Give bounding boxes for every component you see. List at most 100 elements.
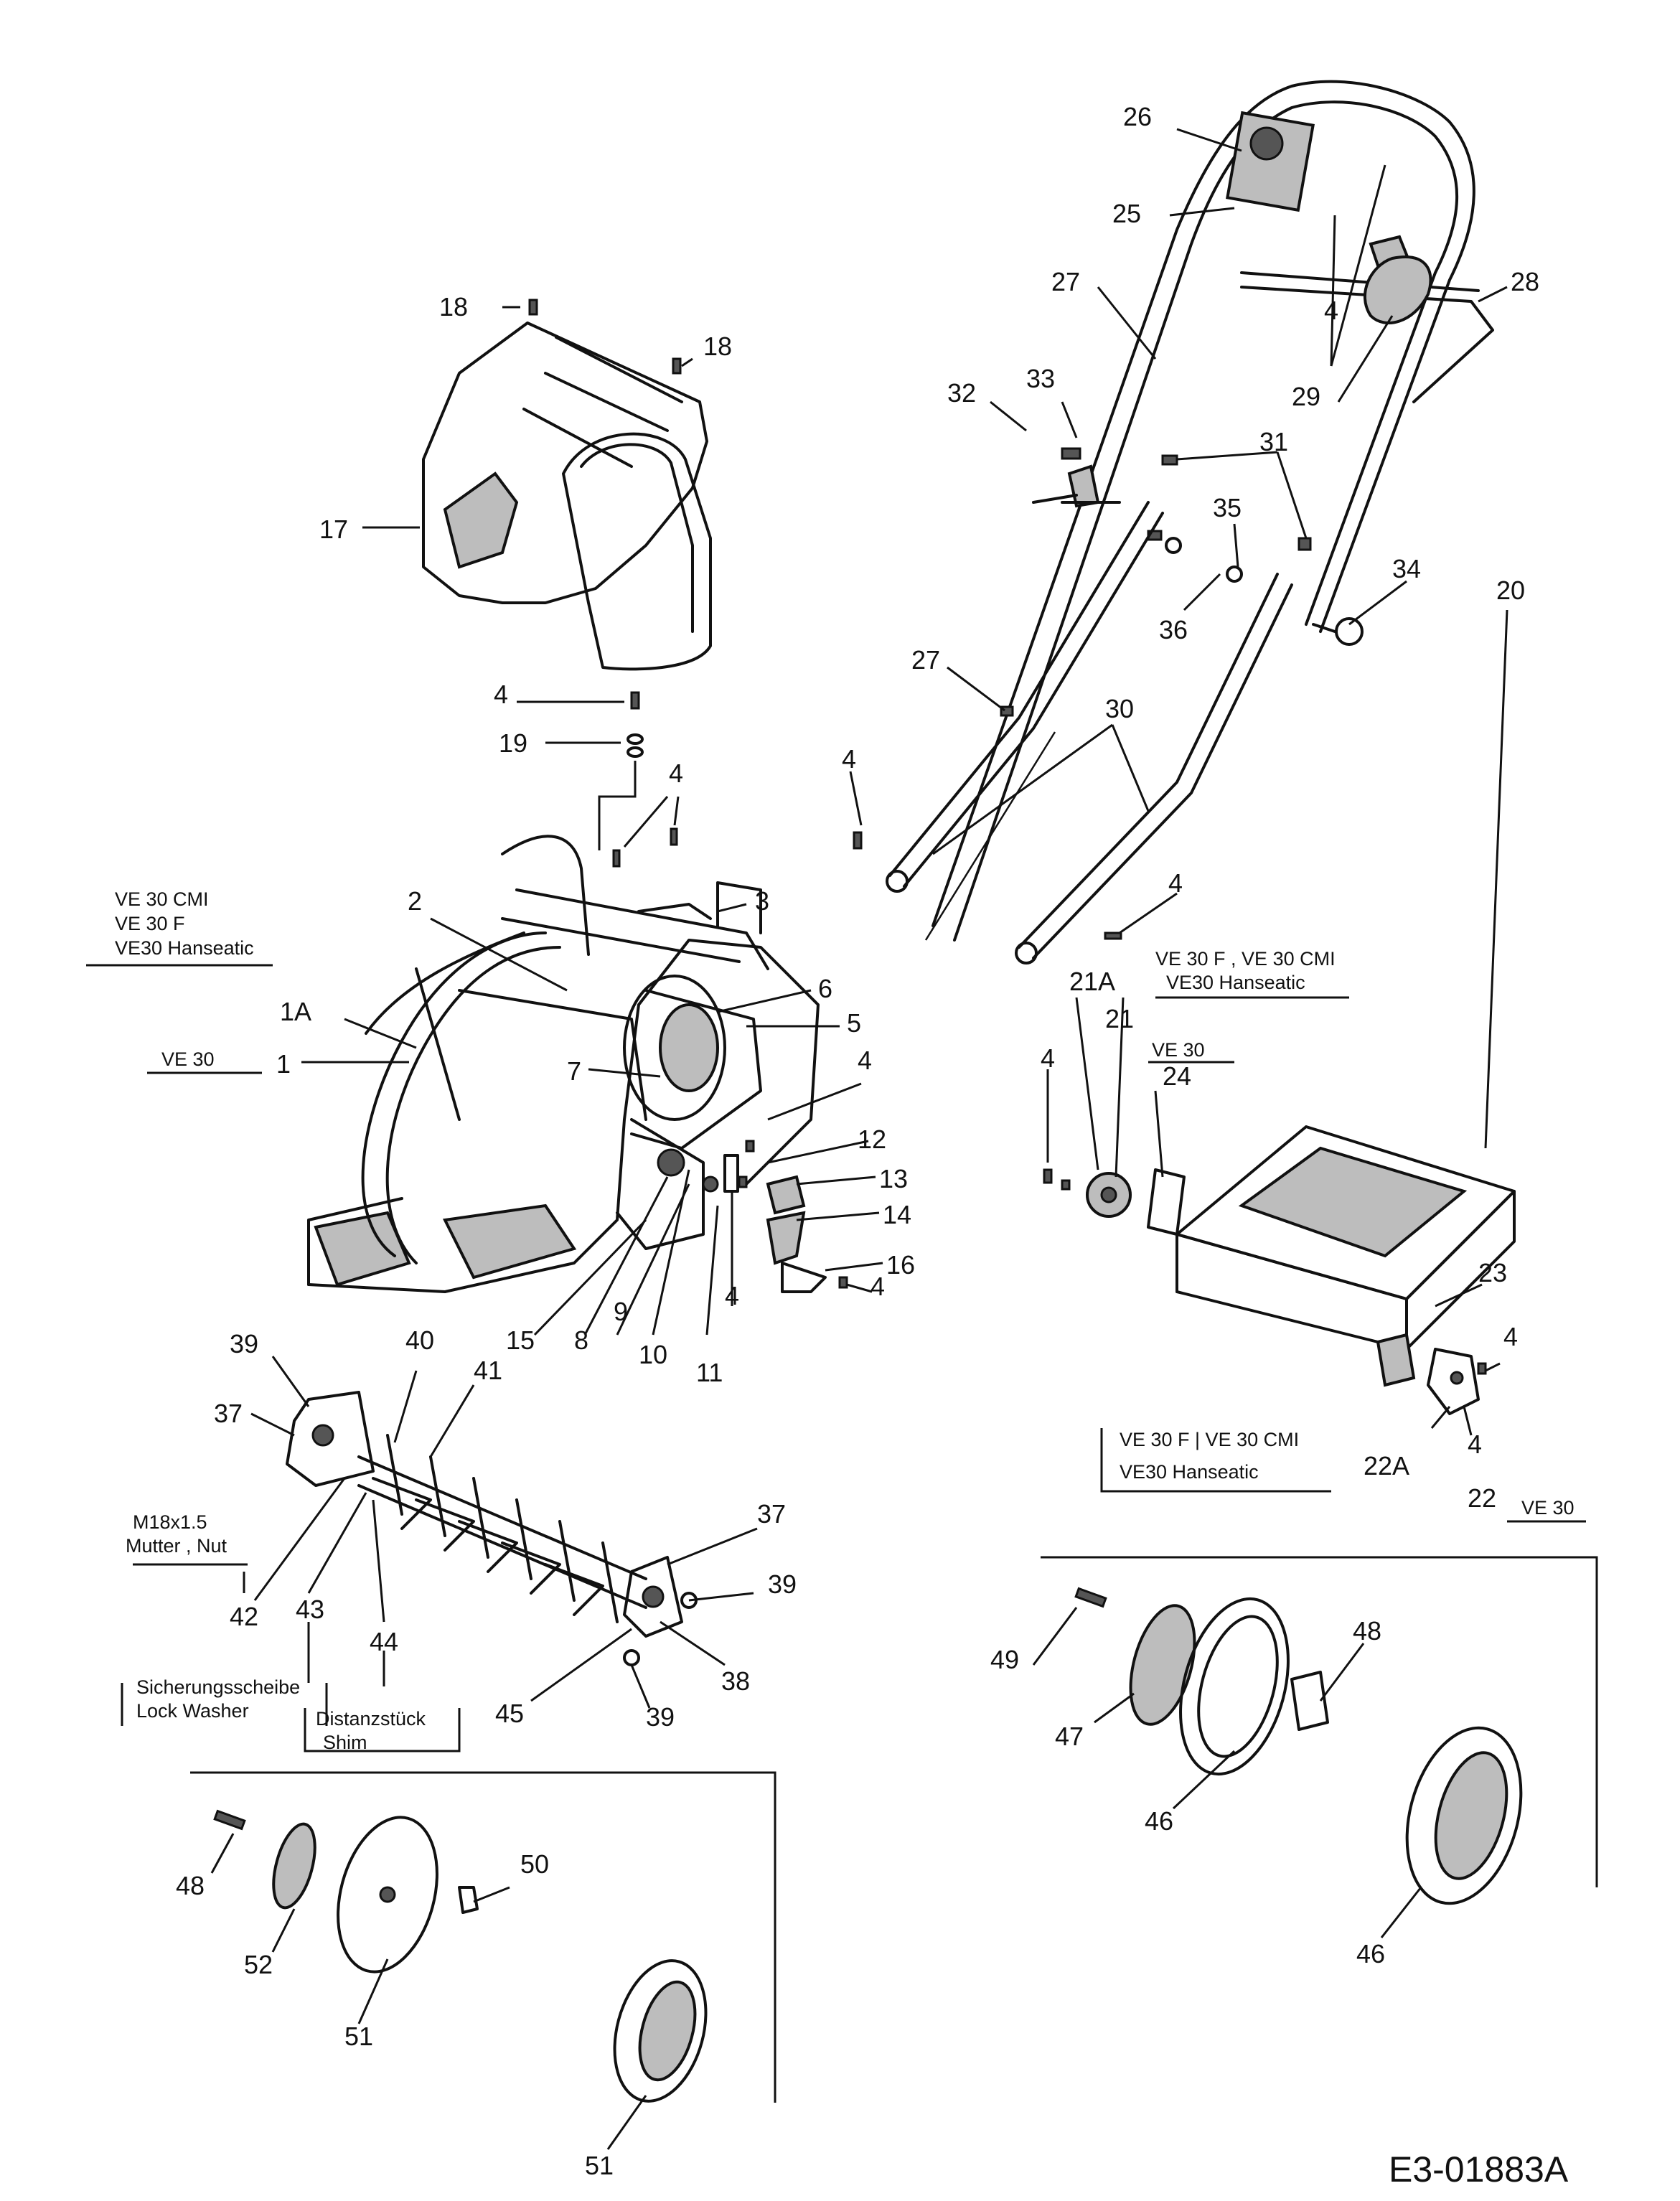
callout-21A: 21A — [1069, 967, 1115, 996]
callout-4-f: 4 — [842, 744, 856, 774]
callout-42: 42 — [230, 1602, 258, 1631]
note-nut-line1: M18x1.5 — [133, 1511, 207, 1533]
callout-13: 13 — [879, 1164, 908, 1193]
callout-34: 34 — [1392, 554, 1421, 583]
callout-18-a: 18 — [439, 292, 468, 322]
callout-1A: 1A — [280, 997, 311, 1026]
callout-47: 47 — [1055, 1722, 1084, 1751]
callout-17: 17 — [319, 515, 348, 544]
callout-41: 41 — [474, 1356, 502, 1385]
housing-part-1 — [307, 835, 820, 1293]
note-nut-line2: Mutter , Nut — [126, 1535, 227, 1557]
callout-4-k: 4 — [1468, 1430, 1482, 1459]
callout-4-b: 4 — [669, 759, 683, 788]
drive-assembly — [616, 975, 848, 1293]
callout-21: 21 — [1105, 1004, 1134, 1033]
wheel-assembly-48-52 — [213, 1809, 708, 2103]
note-washer-line2: Lock Washer — [136, 1700, 249, 1722]
callout-1: 1 — [276, 1049, 291, 1079]
callout-18-b: 18 — [703, 332, 732, 361]
callout-38: 38 — [721, 1666, 750, 1696]
callout-4-i: 4 — [1041, 1043, 1055, 1073]
callout-4-e: 4 — [870, 1272, 885, 1301]
callout-39-a: 39 — [230, 1329, 258, 1358]
callout-43: 43 — [296, 1595, 324, 1624]
leader-lines — [210, 128, 1508, 2150]
callout-26: 26 — [1123, 102, 1152, 131]
callout-11: 11 — [696, 1358, 723, 1387]
callout-50: 50 — [520, 1849, 549, 1879]
diagram-code: E3-01883A — [1389, 2149, 1569, 2190]
callout-49: 49 — [990, 1645, 1019, 1674]
callout-22: 22 — [1468, 1483, 1496, 1513]
callout-8: 8 — [574, 1325, 588, 1355]
callout-23: 23 — [1478, 1258, 1507, 1287]
screws-18-4-19 — [528, 299, 682, 868]
callout-32: 32 — [947, 378, 976, 408]
callout-37-b: 37 — [757, 1499, 786, 1529]
callout-27-b: 27 — [911, 645, 940, 675]
callout-51-b: 51 — [585, 2151, 614, 2180]
callout-10: 10 — [639, 1340, 667, 1369]
callout-37-a: 37 — [214, 1399, 243, 1428]
callout-12: 12 — [858, 1125, 886, 1154]
callout-30: 30 — [1105, 694, 1134, 723]
callout-27-a: 27 — [1051, 267, 1080, 296]
callout-numbers: 1A 1 2 3 5 6 7 8 9 10 11 12 13 14 15 16 … — [176, 102, 1539, 2180]
callout-36: 36 — [1159, 615, 1188, 644]
callout-20: 20 — [1496, 576, 1525, 605]
callout-4-g: 4 — [1168, 868, 1183, 898]
note-models-22A-line2: VE30 Hanseatic — [1120, 1461, 1259, 1483]
note-shim-line2: Shim — [323, 1732, 367, 1753]
note-models-1A-line3: VE30 Hanseatic — [115, 937, 254, 959]
callout-31: 31 — [1259, 427, 1288, 456]
callout-7: 7 — [567, 1056, 581, 1086]
rear-flap-hinges-21-22-23-24 — [1043, 1168, 1487, 1415]
callout-4-d: 4 — [725, 1281, 739, 1310]
callout-46-b: 46 — [1356, 1939, 1385, 1968]
callout-9: 9 — [614, 1297, 628, 1326]
callout-4-a: 4 — [494, 680, 508, 709]
callout-3: 3 — [755, 886, 769, 916]
note-model-22: VE 30 — [1521, 1497, 1575, 1519]
callout-4-j: 4 — [1503, 1322, 1518, 1351]
note-models-1A-line2: VE 30 F — [115, 913, 185, 934]
callout-28: 28 — [1511, 267, 1539, 296]
callout-48-a: 48 — [1353, 1616, 1381, 1646]
note-model-21: VE 30 — [1152, 1039, 1205, 1061]
rear-flap-part-20 — [1175, 1125, 1516, 1351]
note-model-1: VE 30 — [161, 1048, 215, 1070]
callout-25: 25 — [1112, 199, 1141, 228]
callout-46-a: 46 — [1145, 1806, 1173, 1836]
callout-19: 19 — [499, 728, 527, 758]
note-shim-line1: Distanzstück — [316, 1708, 426, 1730]
note-models-21A-line1: VE 30 F , VE 30 CMI — [1155, 948, 1336, 970]
callout-6: 6 — [818, 974, 832, 1003]
handle-assembly — [931, 80, 1494, 942]
callout-14: 14 — [883, 1200, 911, 1229]
callout-35: 35 — [1213, 493, 1242, 522]
callout-16: 16 — [886, 1250, 915, 1280]
cover-part-17 — [422, 322, 712, 671]
callout-22A: 22A — [1364, 1451, 1409, 1480]
callout-15: 15 — [506, 1325, 535, 1355]
callout-39-b: 39 — [768, 1569, 797, 1599]
model-notes: VE 30 CMI VE 30 F VE30 Hanseatic VE 30 V… — [86, 888, 1586, 1753]
callout-39-c: 39 — [646, 1702, 675, 1732]
callout-40: 40 — [405, 1325, 434, 1355]
note-models-21A-line2: VE30 Hanseatic — [1166, 972, 1305, 993]
callout-44: 44 — [370, 1627, 398, 1656]
aerator-roller — [286, 1391, 698, 1666]
lower-handle-tubes-part-30 — [853, 501, 1293, 965]
callout-24: 24 — [1163, 1061, 1191, 1091]
note-models-22A-line1: VE 30 F | VE 30 CMI — [1120, 1429, 1299, 1450]
callout-29: 29 — [1292, 382, 1320, 411]
note-models-1A-line1: VE 30 CMI — [115, 888, 209, 910]
note-washer-line1: Sicherungsscheibe — [136, 1676, 300, 1698]
callout-45: 45 — [495, 1699, 524, 1728]
callout-4-h: 4 — [1324, 296, 1338, 325]
callout-51-a: 51 — [344, 2022, 373, 2051]
callout-5: 5 — [847, 1008, 861, 1038]
